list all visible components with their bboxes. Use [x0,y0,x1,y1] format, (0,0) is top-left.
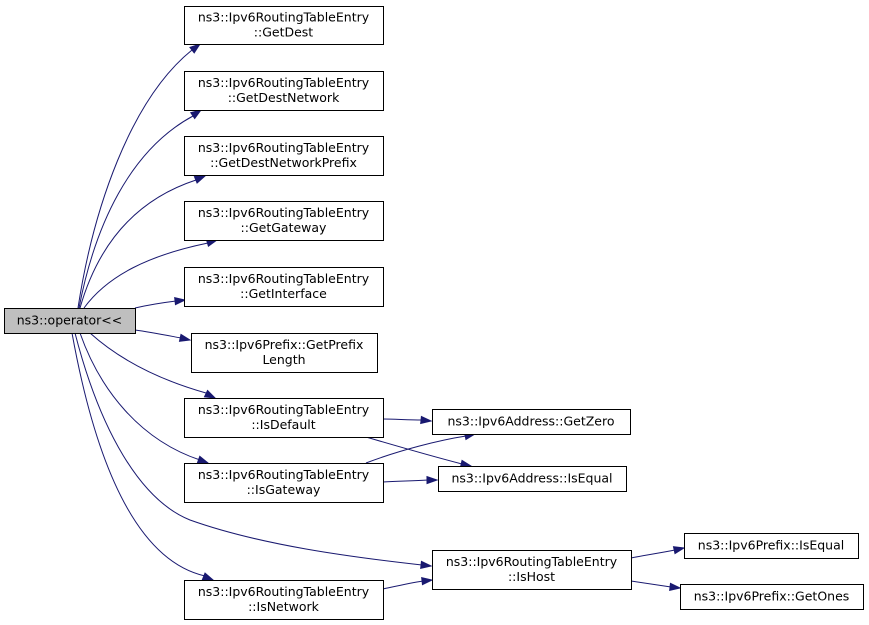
node-box [680,584,864,610]
node-root[interactable]: ns3::operator<< [4,308,136,334]
node-label-line: ::IsGateway [247,482,321,497]
edge-root-to-isnetwork [71,332,215,581]
node-label-line: ns3::Ipv6RoutingTableEntry [198,584,370,599]
node-box [184,398,384,438]
arrowhead [189,109,203,120]
node-box [684,533,859,559]
node-label-line: ns3::Ipv6RoutingTableEntry [198,271,370,286]
node-label-line: ns3::Ipv6Prefix::IsEqual [698,538,844,553]
node-isgateway[interactable]: ns3::Ipv6RoutingTableEntry::IsGateway [184,463,384,503]
node-label-line: ns3::Ipv6Prefix::GetOnes [694,589,850,604]
node-box [184,136,384,176]
node-getgateway[interactable]: ns3::Ipv6RoutingTableEntry::GetGateway [184,201,384,241]
arrowhead [672,546,686,555]
edge-isdefault-to-getzero [382,415,433,425]
arrowhead [421,577,434,586]
node-box [191,333,378,373]
nodes-layer: ns3::operator<<ns3::Ipv6RoutingTableEntr… [4,6,864,620]
node-label-line: ns3::Ipv6RoutingTableEntry [198,402,370,417]
node-getdestnetwork[interactable]: ns3::Ipv6RoutingTableEntry::GetDestNetwo… [184,71,384,111]
edge-isnetwork-to-ishost [382,577,434,590]
node-addrisequal[interactable]: ns3::Ipv6Address::IsEqual [438,466,627,492]
node-getzero[interactable]: ns3::Ipv6Address::GetZero [432,409,631,435]
node-label-line: Length [262,352,305,367]
node-box [184,267,384,307]
node-label-line: ::IsHost [508,569,555,584]
arrowhead [189,43,202,54]
edge-root-to-isdefault [89,332,217,399]
edge-root-to-isgateway [79,332,210,464]
edge-root-to-getdestnetworkprefix [79,175,207,309]
arrowhead [203,389,217,399]
node-label-line: ns3::operator<< [17,313,123,328]
arrowhead [193,175,207,184]
arrowhead [196,455,210,464]
node-isnetwork[interactable]: ns3::Ipv6RoutingTableEntry::IsNetwork [184,580,384,620]
edge-root-to-getdestnetwork [78,109,203,309]
node-label-line: ::GetInterface [240,286,327,301]
edge-ishost-to-getones [630,580,682,591]
edge-isdefault-to-addrisequal [365,436,473,468]
node-getones[interactable]: ns3::Ipv6Prefix::GetOnes [680,584,864,610]
node-box [184,463,384,503]
node-label-line: ns3::Ipv6Address::GetZero [447,414,614,429]
arrowhead [201,572,215,581]
node-label-line: ns3::Ipv6Address::IsEqual [451,471,612,486]
node-label-line: ::GetGateway [241,220,328,235]
node-box [432,550,632,590]
node-box [184,580,384,620]
node-label-line: ns3::Ipv6RoutingTableEntry [198,140,370,155]
arrowhead [420,560,433,570]
node-box [184,71,384,111]
arrowhead [420,415,433,425]
node-label-line: ::IsNetwork [248,599,320,614]
edge-root-to-getprefixlength [134,329,192,342]
node-label-line: ns3::Ipv6RoutingTableEntry [198,75,370,90]
arrowhead [174,296,187,306]
node-label-line: ns3::Ipv6RoutingTableEntry [446,554,618,569]
node-isdefault[interactable]: ns3::Ipv6RoutingTableEntry::IsDefault [184,398,384,438]
node-label-line: ns3::Ipv6RoutingTableEntry [198,467,370,482]
node-getinterface[interactable]: ns3::Ipv6RoutingTableEntry::GetInterface [184,267,384,307]
node-label-line: ns3::Ipv6Prefix::GetPrefix [205,337,364,352]
edge-isgateway-to-addrisequal [382,475,439,485]
node-box [184,6,384,45]
edge-root-to-ishost [74,332,433,570]
node-label-line: ::GetDestNetworkPrefix [210,155,357,170]
node-label-line: ns3::Ipv6RoutingTableEntry [198,10,370,25]
node-box [184,201,384,241]
node-ishost[interactable]: ns3::Ipv6RoutingTableEntry::IsHost [432,550,632,590]
edge-root-to-getdest [77,43,202,309]
arrowhead [669,582,682,591]
node-box [4,308,136,334]
node-label-line: ns3::Ipv6RoutingTableEntry [198,205,370,220]
arrowhead [426,475,439,485]
node-getdestnetworkprefix[interactable]: ns3::Ipv6RoutingTableEntry::GetDestNetwo… [184,136,384,176]
node-box [432,409,631,435]
node-label-line: ::GetDest [254,25,314,40]
node-box [438,466,627,492]
node-label-line: ::GetDestNetwork [228,90,340,105]
edge-ishost-to-prefixisequal [630,546,686,559]
node-getdest[interactable]: ns3::Ipv6RoutingTableEntry::GetDest [184,6,384,45]
node-prefixisequal[interactable]: ns3::Ipv6Prefix::IsEqual [684,533,859,559]
arrowhead [178,333,192,342]
edges-layer [71,43,686,591]
edge-root-to-getinterface [134,296,187,309]
node-label-line: ::IsDefault [251,417,315,432]
